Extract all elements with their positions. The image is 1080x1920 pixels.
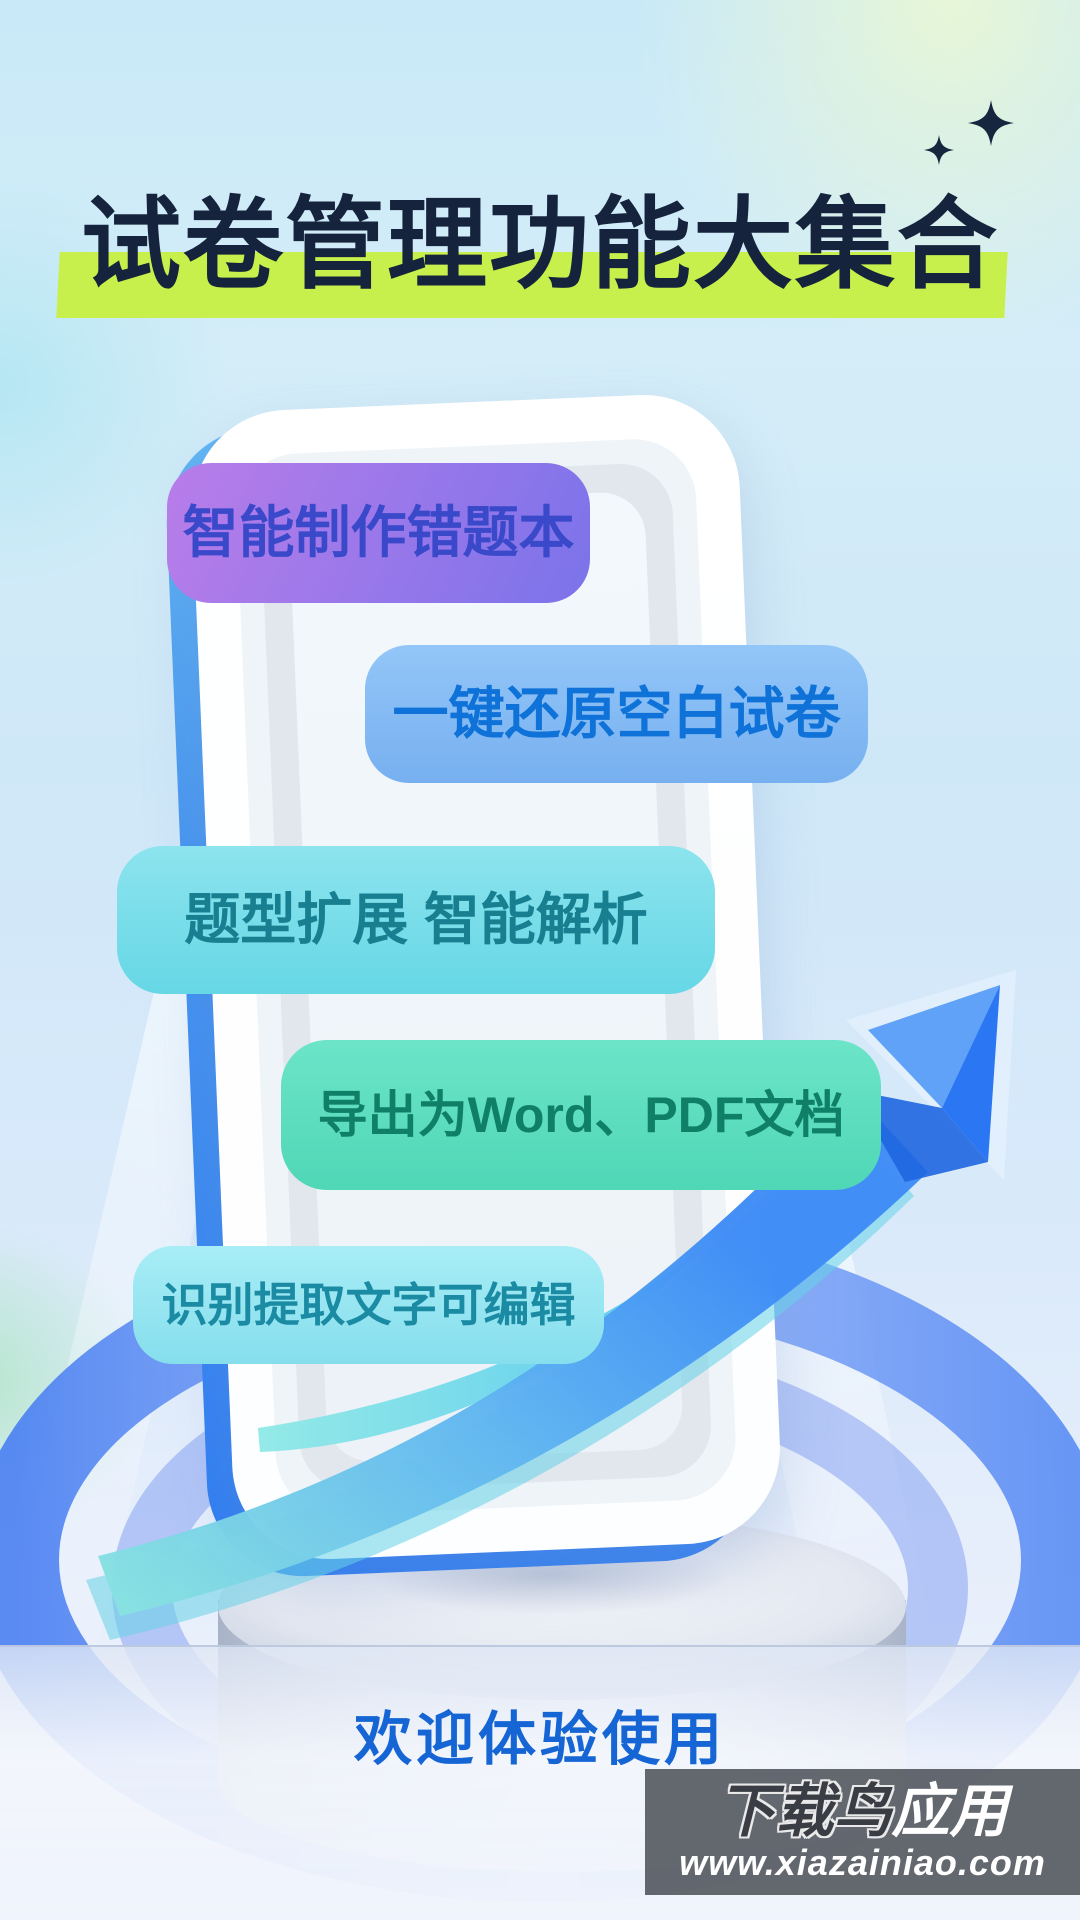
feature-pill-ocr-editable: 识别提取文字可编辑 xyxy=(133,1246,604,1364)
feature-pill-label: 智能制作错题本 xyxy=(182,501,575,564)
feature-pill-restore-blank-paper: 一键还原空白试卷 xyxy=(365,645,868,783)
feature-pill-question-analysis: 题型扩展 智能解析 xyxy=(117,846,715,994)
sparkle-small-icon xyxy=(924,135,954,165)
feature-pill-label: 一键还原空白试卷 xyxy=(392,682,841,745)
watermark-brand-dark: 下载鸟 xyxy=(717,1779,892,1844)
feature-pill-label: 题型扩展 智能解析 xyxy=(184,888,648,951)
welcome-text: 欢迎体验使用 xyxy=(353,1707,726,1772)
feature-pill-label: 导出为Word、PDF文档 xyxy=(317,1087,845,1143)
watermark-brand: 下载鸟应用 xyxy=(717,1783,1007,1841)
page-title: 试卷管理功能大集合 xyxy=(81,189,999,301)
feature-pill-smart-mistake-book: 智能制作错题本 xyxy=(167,463,590,603)
sparkle-large-icon xyxy=(968,100,1014,146)
watermark-url: www.xiazainiao.com xyxy=(679,1842,1046,1883)
feature-pill-export-word-pdf: 导出为Word、PDF文档 xyxy=(281,1040,881,1190)
feature-pill-label: 识别提取文字可编辑 xyxy=(161,1279,576,1331)
watermark-brand-light: 应用 xyxy=(891,1779,1008,1844)
watermark: 下载鸟应用 www.xiazainiao.com xyxy=(645,1769,1080,1895)
